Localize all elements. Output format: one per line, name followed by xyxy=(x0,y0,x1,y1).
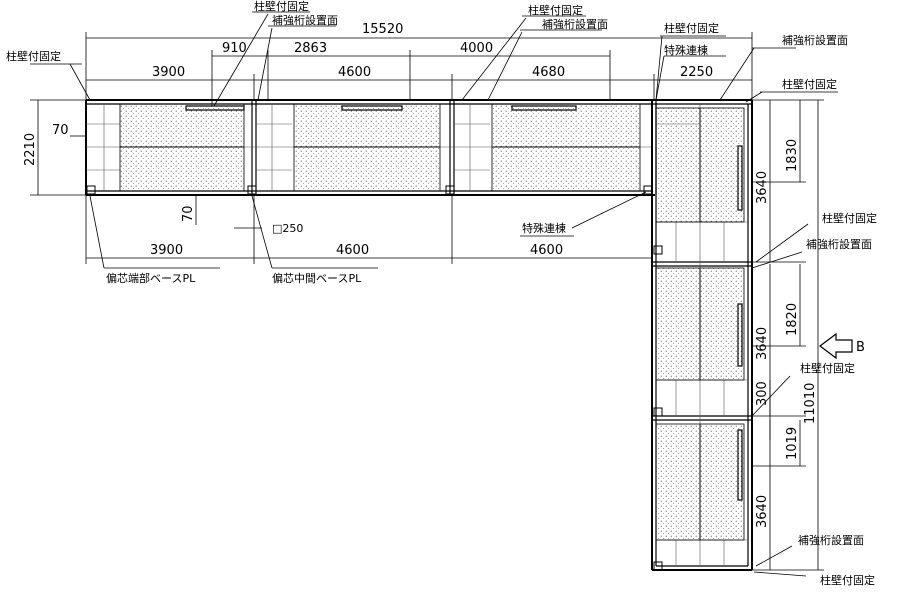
label-reinforcing-beam-right3: 補強桁設置面 xyxy=(798,533,864,547)
label-column-wall-fixing-left: 柱壁付固定 xyxy=(6,49,61,63)
label-view-b: B xyxy=(856,340,865,355)
label-column-wall-fixing-right3: 柱壁付固定 xyxy=(800,361,855,375)
dimension-texts: 15520 910 2863 4000 3900 4600 4680 2250 … xyxy=(23,22,818,528)
dim-right-300: 300 xyxy=(755,381,770,406)
dim-top-bay3: 4680 xyxy=(532,65,565,80)
dim-70-left: 70 xyxy=(52,123,69,138)
label-column-wall-fixing-top3: 柱壁付固定 xyxy=(664,21,719,35)
annotation-labels: 柱壁付固定 柱壁付固定 補強桁設置面 柱壁付固定 補強桁設置面 柱壁付固定 特殊… xyxy=(6,0,877,587)
label-special-connection-top: 特殊連棟 xyxy=(664,43,708,57)
dim-2863: 2863 xyxy=(294,41,327,56)
dim-right-3640-b: 3640 xyxy=(755,327,770,360)
label-column-wall-fixing-top2: 柱壁付固定 xyxy=(528,3,583,17)
label-column-wall-fixing-right1: 柱壁付固定 xyxy=(782,77,837,91)
vertical-wing xyxy=(651,100,753,571)
leader-lines xyxy=(30,11,838,577)
dim-bottom-bay2: 4600 xyxy=(336,243,369,258)
dim-right-1019: 1019 xyxy=(785,427,800,460)
dim-right-1830: 1830 xyxy=(785,139,800,172)
label-special-connection-mid: 特殊連棟 xyxy=(522,221,566,235)
dim-top-bay4: 2250 xyxy=(680,65,713,80)
label-eccentric-end-base: 偏芯端部ベースPL xyxy=(106,271,196,285)
label-column-wall-fixing-right4: 柱壁付固定 xyxy=(820,573,875,587)
dim-right-3640-a: 3640 xyxy=(755,171,770,204)
dim-top-bay2: 4600 xyxy=(338,65,371,80)
label-column-wall-fixing-top1: 柱壁付固定 xyxy=(254,0,309,13)
top-dimensions xyxy=(30,32,753,290)
horizontal-wing xyxy=(85,99,752,196)
dim-910: 910 xyxy=(222,41,247,56)
dim-overall-width: 15520 xyxy=(362,22,403,37)
dim-bottom-bay3: 4600 xyxy=(530,243,563,258)
label-reinforcing-beam-top1: 補強桁設置面 xyxy=(272,13,338,27)
label-eccentric-middle-base: 偏芯中間ベースPL xyxy=(272,271,362,285)
label-reinforcing-beam-top3: 補強桁設置面 xyxy=(782,33,848,47)
right-dimensions xyxy=(752,99,853,571)
label-column-wall-fixing-right2: 柱壁付固定 xyxy=(822,211,877,225)
dim-right-11010: 11010 xyxy=(803,383,818,424)
dim-right-3640-c: 3640 xyxy=(755,495,770,528)
dim-top-bay1: 3900 xyxy=(152,65,185,80)
dim-depth: 2210 xyxy=(23,133,38,166)
dim-70-bottom: 70 xyxy=(181,205,196,222)
label-reinforcing-beam-right2: 補強桁設置面 xyxy=(806,237,872,251)
dim-bottom-bay1: 3900 xyxy=(150,243,183,258)
dim-right-1820: 1820 xyxy=(785,303,800,336)
dim-4000: 4000 xyxy=(460,41,493,56)
label-reinforcing-beam-top2: 補強桁設置面 xyxy=(542,17,608,31)
label-column-size: □250 xyxy=(272,222,303,235)
